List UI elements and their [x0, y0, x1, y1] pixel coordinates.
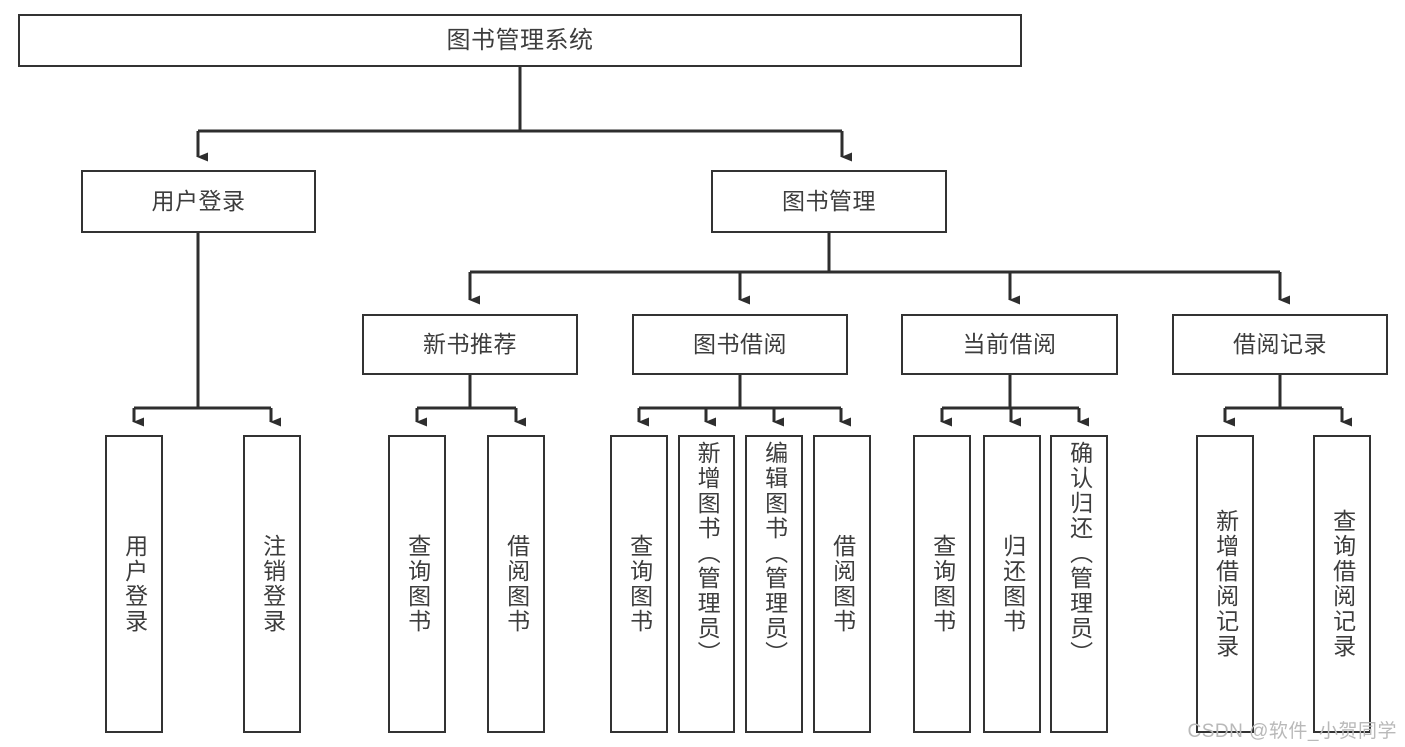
- leaf-return-book-label: 归还图书: [999, 534, 1026, 634]
- leaf-logout-login[interactable]: 注销登录: [243, 435, 301, 733]
- node-book-management-label: 图书管理: [782, 188, 876, 215]
- leaf-query-book-3[interactable]: 查询图书: [913, 435, 971, 733]
- node-borrow-record-label: 借阅记录: [1233, 331, 1327, 358]
- node-book-borrow-label: 图书借阅: [693, 331, 787, 358]
- leaf-add-borrow-record-label: 新增借阅记录: [1212, 509, 1239, 659]
- leaf-query-book-3-label: 查询图书: [929, 534, 956, 634]
- leaf-edit-book-admin[interactable]: 编辑图书（管理员）: [745, 435, 803, 733]
- node-user-login[interactable]: 用户登录: [81, 170, 316, 233]
- leaf-query-borrow-record-label: 查询借阅记录: [1329, 509, 1356, 659]
- leaf-query-book-2-label: 查询图书: [626, 534, 653, 634]
- node-user-login-label: 用户登录: [151, 188, 246, 215]
- node-root-label: 图书管理系统: [446, 26, 594, 54]
- leaf-query-book-2[interactable]: 查询图书: [610, 435, 668, 733]
- node-root-book-management-system[interactable]: 图书管理系统: [18, 14, 1022, 67]
- leaf-user-login-label: 用户登录: [121, 534, 148, 634]
- leaf-query-book-1-label: 查询图书: [404, 534, 431, 634]
- leaf-borrow-book-2[interactable]: 借阅图书: [813, 435, 871, 733]
- node-borrow-record[interactable]: 借阅记录: [1172, 314, 1388, 375]
- leaf-add-borrow-record[interactable]: 新增借阅记录: [1196, 435, 1254, 733]
- node-book-management[interactable]: 图书管理: [711, 170, 947, 233]
- leaf-confirm-return-admin-label: 确认归还（管理员）: [1066, 441, 1093, 666]
- leaf-user-login[interactable]: 用户登录: [105, 435, 163, 733]
- node-current-borrow[interactable]: 当前借阅: [901, 314, 1118, 375]
- csdn-watermark: CSDN @软件_小贺同学: [1187, 721, 1397, 742]
- leaf-add-book-admin-label: 新增图书（管理员）: [694, 441, 721, 666]
- leaf-add-book-admin[interactable]: 新增图书（管理员）: [678, 435, 735, 733]
- node-new-book-recommend-label: 新书推荐: [423, 331, 517, 358]
- node-current-borrow-label: 当前借阅: [962, 331, 1057, 358]
- node-book-borrow[interactable]: 图书借阅: [632, 314, 848, 375]
- leaf-return-book[interactable]: 归还图书: [983, 435, 1041, 733]
- leaf-logout-login-label: 注销登录: [259, 534, 286, 634]
- leaf-query-book-1[interactable]: 查询图书: [388, 435, 446, 733]
- leaf-borrow-book-1-label: 借阅图书: [503, 534, 530, 634]
- leaf-borrow-book-2-label: 借阅图书: [829, 534, 856, 634]
- leaf-query-borrow-record[interactable]: 查询借阅记录: [1313, 435, 1371, 733]
- leaf-confirm-return-admin[interactable]: 确认归还（管理员）: [1050, 435, 1108, 733]
- leaf-borrow-book-1[interactable]: 借阅图书: [487, 435, 545, 733]
- node-new-book-recommend[interactable]: 新书推荐: [362, 314, 578, 375]
- leaf-edit-book-admin-label: 编辑图书（管理员）: [761, 441, 788, 666]
